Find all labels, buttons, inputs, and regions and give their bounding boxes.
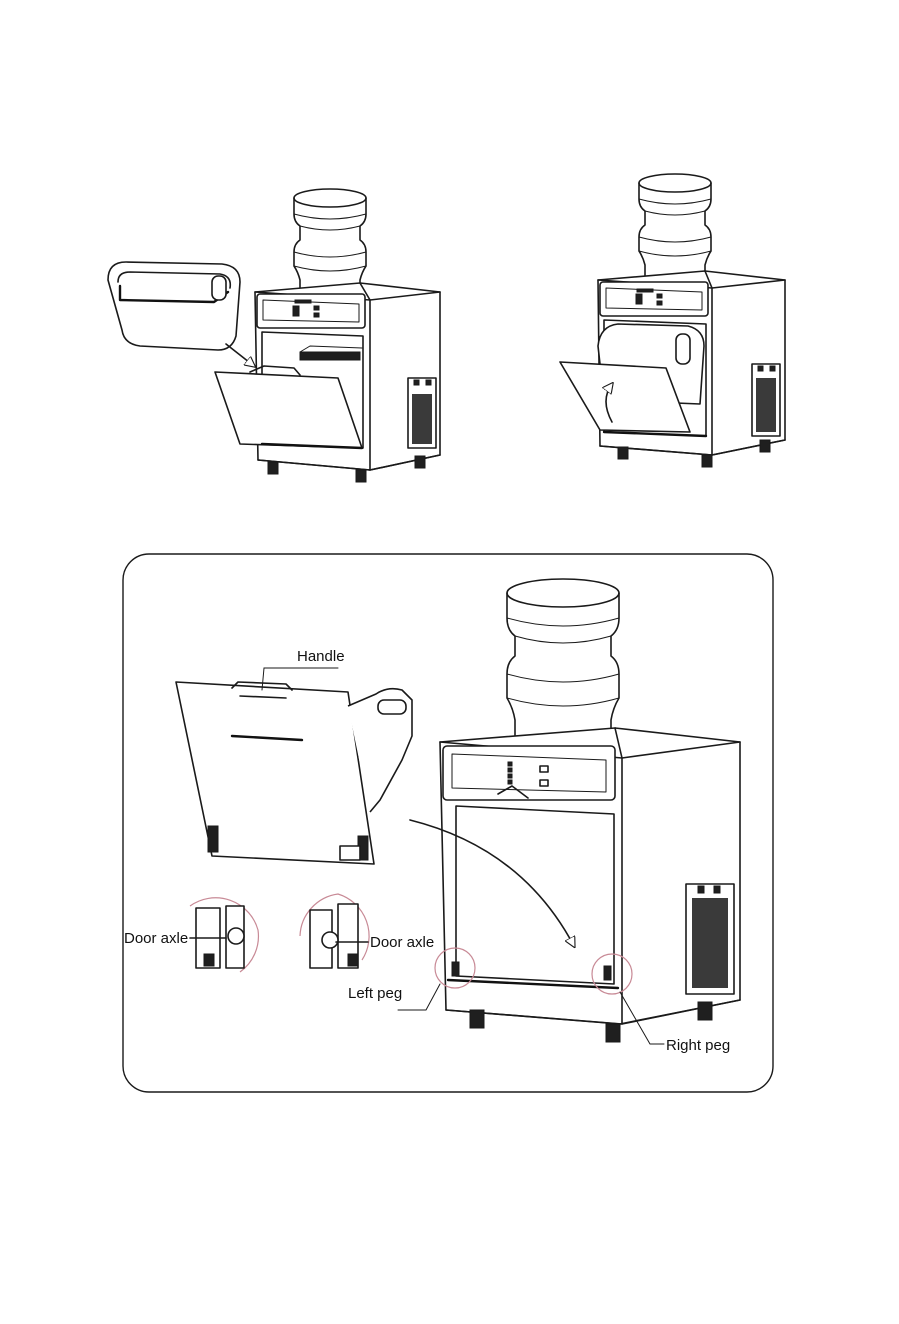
left-door-axle-detail (190, 898, 258, 972)
right-door-axle-detail (300, 894, 369, 968)
left-peg-leader (398, 984, 440, 1010)
insert-arrow (226, 344, 254, 366)
ice-basket-illustration (108, 262, 240, 350)
handle-label: Handle (297, 648, 345, 665)
door-illustration (176, 682, 374, 864)
door-axle-right-label: Door axle (370, 934, 434, 951)
ice-maker-body (440, 728, 740, 1042)
water-bottle-illustration (507, 579, 619, 742)
right-peg-label: Right peg (666, 1037, 730, 1054)
left-peg-label: Left peg (348, 985, 402, 1002)
water-bottle-illustration (639, 174, 711, 282)
door-axle-left-label: Door axle (124, 930, 188, 947)
water-bottle-illustration (294, 189, 366, 294)
figure-insert-basket (108, 189, 440, 482)
figure-close-door (560, 174, 785, 467)
figure-door-installation (176, 579, 740, 1044)
